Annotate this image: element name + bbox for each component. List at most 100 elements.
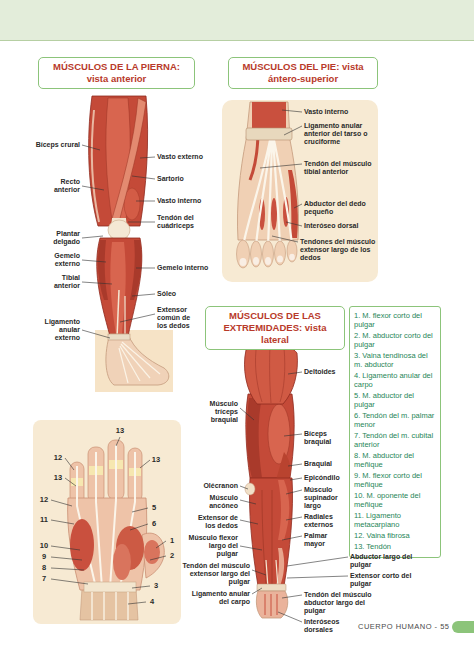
leader-line [82, 236, 103, 238]
foot-illustration [277, 256, 283, 263]
callout-number: 3 [150, 581, 162, 591]
arm-illustration [245, 483, 255, 495]
leg-illustration [130, 240, 142, 300]
part-label: Radiales externos [304, 513, 346, 529]
list-item: 2. M. abductor corto del pulgar [354, 331, 436, 349]
page-footer: CUERPO HUMANO - 55 [358, 622, 450, 632]
list-item: 11. Ligamento metacarpiano [354, 511, 436, 529]
leader-line [120, 314, 155, 322]
leader-line [286, 490, 302, 494]
leader-line [51, 500, 72, 506]
leg-illustration [95, 330, 173, 392]
title-text: MÚSCULOS DEL PIE: vista ántero-superior [234, 61, 372, 85]
list-item: 7. Tendón del m. cubital anterior [354, 431, 436, 449]
callout-number: 5 [148, 503, 160, 513]
leg-illustration [110, 98, 146, 226]
leader-line [132, 508, 148, 512]
header-band [0, 40, 474, 41]
leader-line [136, 268, 155, 269]
leg-illustration [98, 240, 108, 300]
leader-line [288, 464, 302, 466]
callout-number: 12 [38, 495, 50, 505]
callout-number: 4 [146, 597, 158, 607]
leader-line [116, 437, 120, 446]
title-box: MÚSCULOS DE LA PIERNA: vista anterior [38, 57, 195, 89]
part-label: Gemelo externo [46, 252, 80, 268]
header-band [0, 0, 474, 40]
part-label: Extensor común de los dedos [157, 306, 201, 330]
part-label: Tendón del músculo tibial anterior [304, 160, 376, 176]
foot-illustration [243, 140, 292, 246]
leg-illustration [108, 220, 130, 240]
list-item: 3. Vaina tendinosa del m. abductor [354, 351, 436, 369]
list-item: 4. Ligamento anular del carpo [354, 371, 436, 389]
hand-illustration [68, 498, 147, 590]
leader-line [51, 557, 82, 560]
hand-illustration [113, 544, 131, 580]
leader-line [287, 557, 348, 566]
callout-number: 11 [38, 515, 50, 525]
leader-line [82, 260, 106, 262]
leg-illustration [89, 96, 148, 226]
part-label: Músculo ancóneo [198, 494, 238, 510]
title-box: MÚSCULOS DE LAS EXTREMIDADES: vista late… [205, 306, 345, 350]
foot-illustration [237, 240, 250, 268]
part-label: Interóseos dorsales [304, 618, 350, 634]
leg-illustration [117, 290, 119, 338]
part-label: Bíceps crural [26, 141, 80, 149]
title-text: MÚSCULOS DE LA PIERNA: vista anterior [44, 61, 189, 85]
part-label: Ligamento anular anterior del tarso o cr… [304, 122, 376, 146]
leader-line [82, 186, 104, 190]
leader-line [128, 222, 155, 223]
foot-illustration [263, 241, 274, 267]
part-label: Abductor largo del pulgar [350, 553, 426, 569]
callout-number: 12 [52, 453, 64, 463]
leader-line [82, 282, 112, 284]
leader-line [287, 576, 348, 578]
hand-illustration [144, 540, 160, 564]
title-text: MÚSCULOS DE LAS EXTREMIDADES: vista late… [211, 310, 339, 346]
part-label: Vasto interno [304, 108, 376, 116]
part-label: Palmar mayor [304, 532, 346, 548]
leader-line [278, 612, 302, 622]
part-label: Interóseo dorsal [304, 222, 376, 230]
leader-line [282, 536, 302, 540]
leader-line [252, 570, 266, 575]
part-label: Epicóndilo [304, 474, 346, 482]
part-label: Extensor de los dedos [188, 514, 238, 530]
leader-line [290, 478, 302, 480]
hand-illustration [33, 420, 181, 624]
callout-number: 13 [52, 473, 64, 483]
part-label: Sartorio [157, 175, 213, 183]
part-label: Músculo supinador largo [304, 486, 346, 510]
leader-line [240, 520, 258, 524]
part-label: Gemelo interno [157, 264, 213, 272]
part-label: Ligamento anular externo [36, 318, 80, 342]
part-label: Tibial anterior [46, 274, 80, 290]
leader-line [156, 541, 166, 548]
leader-line [51, 110, 348, 622]
leader-line [140, 460, 150, 468]
hand-illustration [92, 592, 128, 620]
arm-illustration [265, 594, 277, 616]
part-label: Abductor del dedo pequeño [304, 200, 376, 216]
part-label: Bíceps braquial [304, 430, 346, 446]
leg-illustration [92, 110, 99, 222]
leader-line [240, 408, 254, 420]
part-label: Olécranon [194, 482, 238, 490]
part-label: Deltoides [304, 368, 346, 376]
part-label: Extensor corto del pulgar [350, 572, 426, 588]
leader-line [65, 478, 76, 486]
foot-illustration [287, 240, 297, 262]
list-item: 13. Tendón [354, 542, 436, 551]
foot-illustration [240, 258, 247, 266]
leader-line [288, 372, 302, 374]
leader-line [132, 176, 155, 179]
leader-line [240, 486, 248, 489]
footer-tab [452, 621, 474, 633]
foot-illustration [289, 254, 295, 261]
foot-illustration [222, 100, 378, 282]
leader-line [140, 157, 155, 158]
footer-tab [452, 621, 474, 633]
leader-line [252, 588, 262, 594]
